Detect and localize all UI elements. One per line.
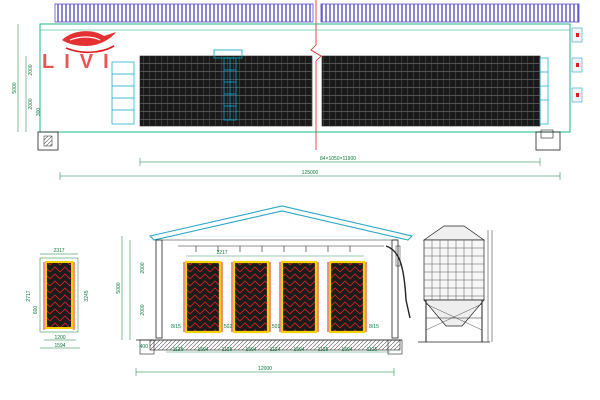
end-height-right: 3245 xyxy=(84,290,90,301)
section-height-lower: 2000 xyxy=(140,304,146,315)
feed-auger-pipe xyxy=(385,245,411,319)
height-label-upper: 2000 xyxy=(28,64,34,75)
height-label-lower: 2000 xyxy=(28,98,34,109)
logo-emblem-icon xyxy=(62,31,116,46)
bay-label: 1125 xyxy=(222,347,233,353)
cage-stack-3 xyxy=(279,260,319,334)
logo-wordmark: LIVI xyxy=(42,51,119,73)
silo-body xyxy=(423,239,485,301)
height-label-base: 300 xyxy=(36,108,42,117)
end-width-label: 2317 xyxy=(53,248,64,254)
end-bottom-inner: 1200 xyxy=(54,335,65,341)
feeder-tower xyxy=(213,49,243,121)
left-pit xyxy=(37,131,59,151)
end-mid-label: 600 xyxy=(33,306,39,315)
cage-stack-2 xyxy=(231,260,271,334)
bay-label: 1125 xyxy=(173,347,184,353)
cage-stack-1 xyxy=(183,260,223,334)
cage-block-right xyxy=(321,55,541,127)
fogging-nozzles xyxy=(195,246,351,252)
egg-collector-right xyxy=(539,57,549,125)
cage-block-left xyxy=(139,55,313,127)
bay-label: 1125 xyxy=(367,347,378,353)
livi-logo: LIVI xyxy=(42,31,119,73)
bay-label: 1594 xyxy=(197,347,208,353)
roof-band-left xyxy=(54,3,314,23)
floor-label: 400 xyxy=(140,344,149,350)
gap-label-2: 501 xyxy=(272,324,281,330)
side-label-left: 8/15 xyxy=(171,324,181,330)
end-bottom-outer: 1594 xyxy=(54,343,65,349)
building-frame xyxy=(39,23,571,133)
section-top-width: 2217 xyxy=(216,250,227,256)
section-height-upper: 2000 xyxy=(140,262,146,273)
section-height-total: 5000 xyxy=(116,282,122,293)
gap-label-1: 502 xyxy=(224,324,233,330)
cage-length-label: 84×1050×11900 xyxy=(320,156,356,162)
cross-section-view: 2217 2000 5000 2000 8/15 8/15 502 501 40… xyxy=(116,205,414,376)
end-cage-stack xyxy=(45,261,73,329)
bay-label: 1594 xyxy=(245,347,256,353)
left-wall xyxy=(155,239,163,339)
bay-label: 1125 xyxy=(318,347,329,353)
height-label-total: 5000 xyxy=(12,82,18,93)
overall-width-label: 12000 xyxy=(258,366,272,372)
bay-label: 1594 xyxy=(293,347,304,353)
foundation xyxy=(149,339,401,351)
gable-roof xyxy=(148,205,414,241)
egg-collector-left xyxy=(111,61,135,125)
roof-band-right xyxy=(320,3,580,23)
side-label-right: 8/15 xyxy=(369,324,379,330)
total-length-label: 125000 xyxy=(302,170,319,176)
bay-label: 1124 xyxy=(270,347,281,353)
break-line xyxy=(310,0,322,150)
right-pit xyxy=(535,131,561,151)
exhaust-fans xyxy=(571,27,583,103)
feed-silo xyxy=(418,225,493,343)
end-height-left: 2717 xyxy=(26,290,32,301)
right-wall xyxy=(391,239,399,339)
long-elevation-view: 5000 2000 2000 300 84×1050×11900 125000 xyxy=(12,0,583,180)
end-view: 2317 2717 3245 600 1200 1594 xyxy=(26,248,90,349)
cage-stack-4 xyxy=(327,260,367,334)
bay-label: 1594 xyxy=(341,347,352,353)
